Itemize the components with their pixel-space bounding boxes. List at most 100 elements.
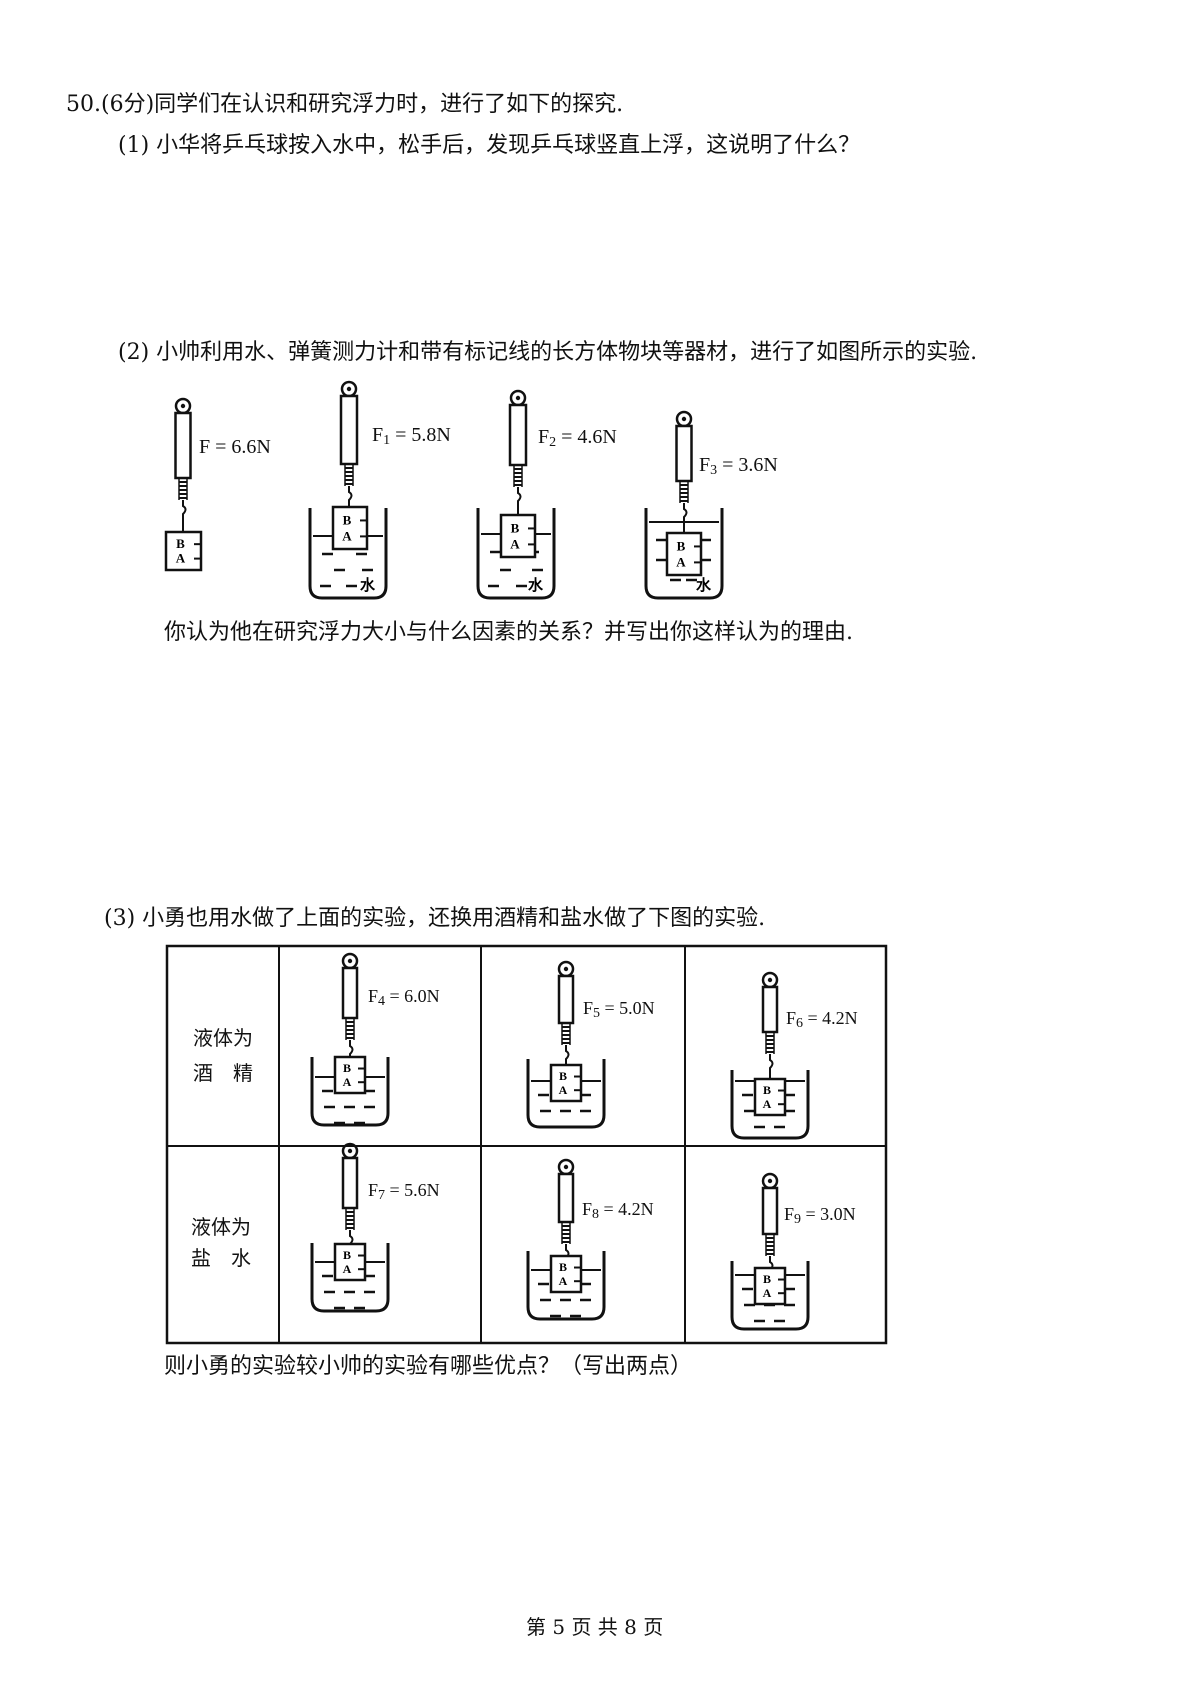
- block-mark-b: B: [677, 539, 686, 554]
- meter-body: [341, 966, 359, 1020]
- hook: [565, 1045, 570, 1065]
- meter-body: [508, 403, 528, 467]
- meter-body: [761, 985, 779, 1034]
- object-block: [333, 1055, 367, 1095]
- liquid-label: 水: [528, 576, 544, 594]
- part3-text: (3) 小勇也用水做了上面的实验，还换用酒精和盐水做了下图的实验.: [104, 906, 766, 931]
- force-subscript: 4: [378, 994, 386, 1009]
- hook: [348, 486, 353, 507]
- meter-body: [761, 1186, 779, 1236]
- meter-ring-center: [180, 403, 186, 409]
- block-mark-b: B: [763, 1272, 771, 1286]
- part3-question: 则小勇的实验较小帅的实验有哪些优点？（写出两点）: [164, 1354, 693, 1379]
- force-value: = 3.0N: [801, 1204, 856, 1224]
- beaker: [526, 1059, 606, 1129]
- apparatus-f1: 水BA: [308, 380, 388, 600]
- force-symbol: F: [538, 426, 550, 448]
- meter-ring-center: [767, 1178, 773, 1184]
- hook: [349, 1040, 354, 1057]
- meter-body: [174, 411, 192, 480]
- block-mark-a: A: [343, 1075, 352, 1089]
- beaker: [476, 508, 556, 600]
- hook: [182, 500, 187, 532]
- block-mark-a: A: [676, 555, 686, 570]
- reading-f4: F4 = 6.0N: [368, 986, 440, 1010]
- row-label-saltwater-2: 盐 水: [191, 1246, 251, 1270]
- force-symbol: F: [368, 1180, 379, 1200]
- object-block: [164, 530, 203, 572]
- part2-text: (2) 小帅利用水、弹簧测力计和带有标记线的长方体物块等器材，进行了如图所示的实…: [118, 340, 978, 365]
- block-mark-a: A: [342, 529, 352, 544]
- force-subscript: 2: [549, 435, 557, 450]
- block-mark-a: A: [343, 1262, 352, 1276]
- reading-f3: F3 = 3.6N: [699, 454, 778, 479]
- hook: [349, 1230, 354, 1245]
- liquid-label: 水: [696, 576, 712, 594]
- force-value: = 6.0N: [385, 986, 440, 1006]
- apparatus-f3: 水 BA: [644, 410, 724, 600]
- block-mark-b: B: [343, 1248, 351, 1262]
- meter-ring-center: [347, 958, 353, 964]
- block-mark-a: A: [559, 1083, 568, 1097]
- meter-ring-center: [681, 416, 687, 422]
- block-mark-b: B: [176, 536, 185, 551]
- question-title: 50.(6分)同学们在认识和研究浮力时，进行了如下的探究.: [66, 92, 624, 117]
- force-value: = 5.6N: [385, 1180, 440, 1200]
- reading-f7: F7 = 5.6N: [368, 1180, 440, 1204]
- object-block: [333, 1242, 367, 1282]
- object-block: [499, 513, 537, 559]
- reading-f1: F1 = 5.8N: [372, 424, 451, 449]
- force-symbol: F: [583, 998, 594, 1018]
- force-value: = 4.2N: [599, 1199, 654, 1219]
- meter-body: [339, 394, 359, 466]
- force-subscript: 6: [796, 1016, 804, 1031]
- apparatus-table-cell: BA: [310, 1142, 390, 1313]
- meter-body: [675, 424, 693, 483]
- force-subscript: 1: [383, 433, 391, 448]
- object-block: [665, 531, 703, 577]
- meter-body: [557, 1172, 575, 1224]
- force-subscript: 8: [592, 1207, 600, 1222]
- beaker: [310, 1057, 390, 1127]
- object-block: [549, 1254, 583, 1294]
- block-mark-a: A: [763, 1097, 772, 1111]
- block-mark-b: B: [763, 1083, 771, 1097]
- object-block: [549, 1063, 583, 1103]
- beaker: [308, 508, 388, 600]
- reading-f9: F9 = 3.0N: [784, 1204, 856, 1228]
- force-value: = 6.6N: [210, 436, 271, 458]
- block-mark-b: B: [343, 1061, 351, 1075]
- apparatus-table-cell: BA: [730, 1172, 810, 1331]
- meter-body: [341, 1156, 359, 1210]
- beaker: [730, 1070, 810, 1140]
- part2-question: 你认为他在研究浮力大小与什么因素的关系？并写出你这样认为的理由.: [164, 620, 853, 645]
- reading-f2: F2 = 4.6N: [538, 426, 617, 451]
- block-mark-a: A: [510, 537, 520, 552]
- beaker: [526, 1251, 606, 1321]
- force-value: = 5.8N: [390, 424, 451, 446]
- force-subscript: 7: [378, 1188, 386, 1203]
- row-label-alcohol-2: 酒 精: [193, 1061, 253, 1085]
- force-value: = 4.2N: [803, 1008, 858, 1028]
- reading-f: F = 6.6N: [199, 436, 271, 461]
- force-value: = 5.0N: [600, 998, 655, 1018]
- hook: [683, 503, 688, 533]
- force-subscript: 3: [710, 463, 718, 478]
- hook: [769, 1054, 774, 1079]
- results-table-border: [165, 944, 888, 1345]
- block-mark-a: A: [763, 1286, 772, 1300]
- meter-ring-center: [563, 1164, 569, 1170]
- force-symbol: F: [786, 1008, 797, 1028]
- reading-f8: F8 = 4.2N: [582, 1199, 654, 1223]
- part1-text: (1) 小华将乒乓球按入水中，松手后，发现乒乓球竖直上浮，这说明了什么？: [118, 133, 861, 158]
- block-mark-a: A: [559, 1274, 568, 1288]
- meter-ring-center: [563, 966, 569, 972]
- force-symbol: F: [784, 1204, 795, 1224]
- force-symbol: F: [582, 1199, 593, 1219]
- force-symbol: F: [199, 436, 211, 458]
- beaker: [310, 1243, 390, 1313]
- object-block: [331, 505, 369, 551]
